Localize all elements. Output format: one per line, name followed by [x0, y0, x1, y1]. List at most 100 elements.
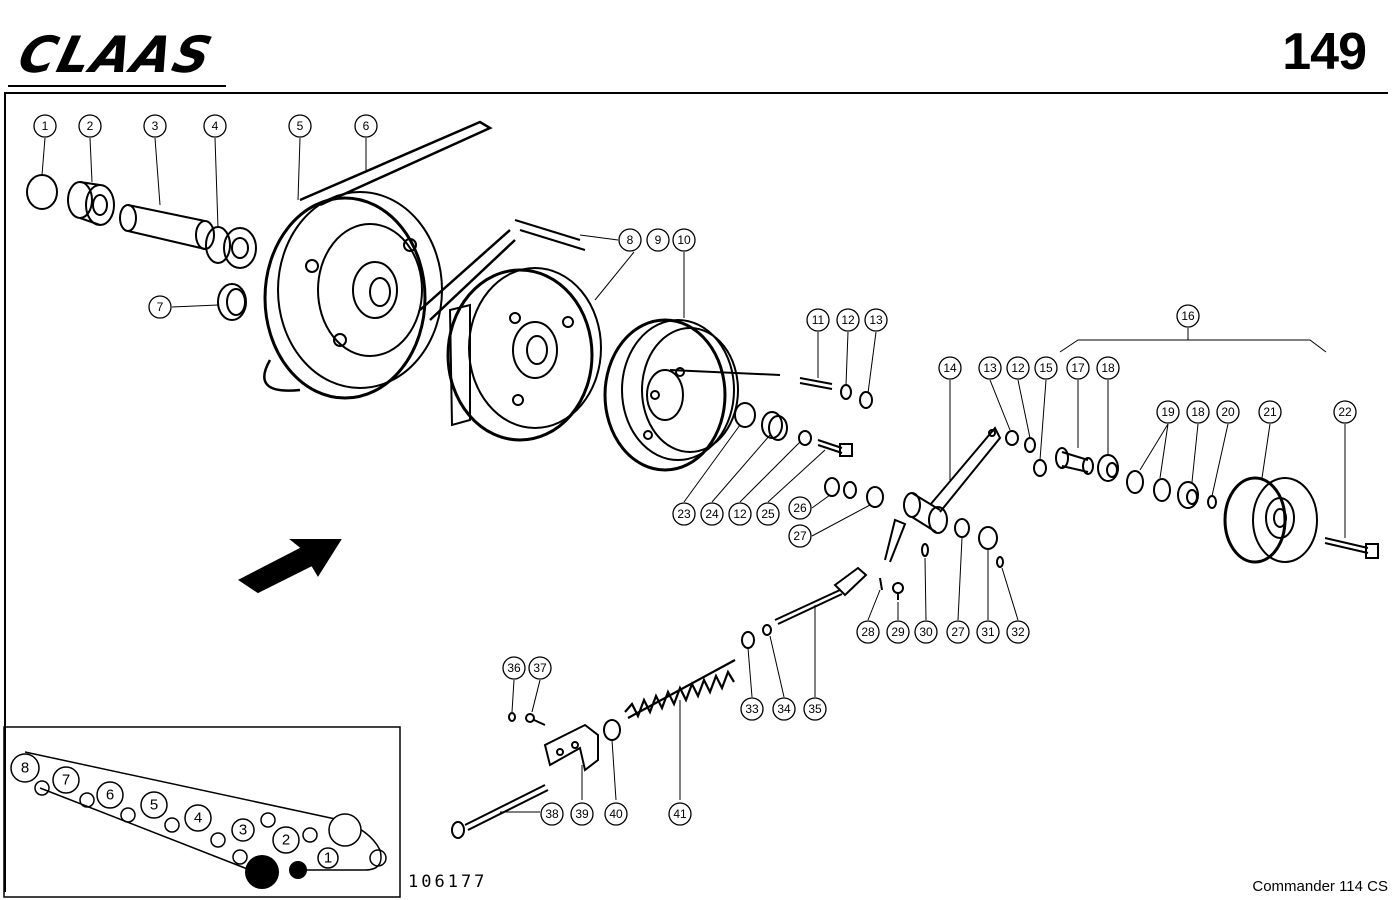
svg-text:4: 4: [194, 810, 202, 827]
svg-text:20: 20: [1221, 405, 1235, 419]
svg-text:3: 3: [239, 822, 247, 839]
part-drawings: [26, 120, 1379, 839]
svg-text:14: 14: [943, 361, 957, 375]
svg-text:18: 18: [1101, 361, 1115, 375]
part-large-pulley: [263, 191, 443, 400]
callout: 35: [803, 697, 827, 721]
part-40: [603, 719, 621, 741]
svg-text:10: 10: [677, 233, 691, 247]
callout: 9: [646, 228, 670, 252]
svg-text:16: 16: [1181, 309, 1195, 323]
callout: 13: [978, 356, 1002, 380]
callout: 3: [143, 114, 167, 138]
svg-text:12: 12: [733, 507, 747, 521]
svg-text:17: 17: [1071, 361, 1085, 375]
svg-text:8: 8: [21, 760, 29, 777]
svg-text:18: 18: [1191, 405, 1205, 419]
svg-text:23: 23: [677, 507, 691, 521]
logo-underline: [8, 85, 226, 87]
part-washer-12: [840, 384, 852, 400]
inset-frame: [3, 726, 401, 898]
callout: 18: [1186, 400, 1210, 424]
callout: 30: [914, 620, 938, 644]
svg-text:6: 6: [106, 787, 114, 804]
callout: 16: [1176, 304, 1200, 328]
part-27: [866, 486, 884, 508]
page-number: 149: [1282, 23, 1367, 81]
callout: 29: [886, 620, 910, 644]
callout: 12: [728, 502, 752, 526]
svg-text:1: 1: [42, 119, 49, 133]
svg-text:34: 34: [777, 702, 791, 716]
callout: 13: [864, 308, 888, 332]
svg-text:36: 36: [507, 661, 521, 675]
part-pin-38: [451, 784, 549, 839]
part-nut-13b: [1005, 430, 1019, 446]
part-circlip-19b: [1153, 478, 1171, 502]
callout: 36: [502, 656, 526, 680]
callout: 11: [806, 308, 830, 332]
svg-text:2: 2: [282, 832, 290, 849]
svg-text:40: 40: [609, 807, 623, 821]
svg-text:28: 28: [861, 625, 875, 639]
svg-text:22: 22: [1338, 405, 1352, 419]
callout: 8: [618, 228, 642, 252]
svg-text:6: 6: [363, 119, 370, 133]
callout: 34: [772, 697, 796, 721]
svg-text:26: 26: [793, 501, 807, 515]
part-24: [761, 411, 788, 441]
part-tension-rod: [774, 566, 868, 625]
svg-text:13: 13: [983, 361, 997, 375]
svg-text:4: 4: [212, 119, 219, 133]
part-23: [734, 402, 756, 428]
callout: 32: [1006, 620, 1030, 644]
svg-text:7: 7: [157, 300, 164, 314]
svg-text:30: 30: [919, 625, 933, 639]
svg-text:11: 11: [812, 313, 825, 327]
part-bolt-29: [892, 582, 904, 600]
drawing-number: 106177: [408, 872, 488, 892]
callout: 2: [78, 114, 102, 138]
direction-arrow-icon: [238, 539, 342, 594]
inset-pulleys: [10, 753, 362, 869]
page-number-underline: [1240, 92, 1388, 94]
inset-drive-pulley: [245, 855, 279, 889]
svg-text:3: 3: [152, 119, 159, 133]
svg-text:2: 2: [87, 119, 94, 133]
svg-text:19: 19: [1161, 405, 1175, 419]
callout: 22: [1333, 400, 1357, 424]
part-circlip-19a: [1126, 470, 1144, 494]
part-stud-11: [799, 377, 833, 390]
svg-text:1: 1: [324, 850, 332, 867]
part-tensioner-arm: [884, 426, 1002, 563]
part-33: [741, 631, 755, 649]
part-circlip: [26, 174, 58, 210]
part-seal: [217, 283, 247, 321]
callout: 23: [672, 502, 696, 526]
callout: 31: [976, 620, 1000, 644]
callout: 38: [540, 802, 564, 826]
callout-labels: 1 2 3 4 5 6 7 8 9 10 11 12 13 23 24 12 2…: [33, 114, 1357, 826]
frame-top-line: [4, 92, 1240, 94]
svg-text:37: 37: [533, 661, 547, 675]
callout: 18: [1096, 356, 1120, 380]
svg-text:33: 33: [745, 702, 759, 716]
svg-text:5: 5: [150, 797, 158, 814]
part-grooved-pulley: [603, 318, 781, 472]
callout: 27: [788, 524, 812, 548]
callout: 21: [1258, 400, 1282, 424]
svg-text:12: 12: [1011, 361, 1025, 375]
part-27b: [954, 518, 970, 538]
svg-text:12: 12: [841, 313, 855, 327]
svg-text:15: 15: [1039, 361, 1053, 375]
callout: 41: [668, 802, 692, 826]
svg-text:27: 27: [951, 625, 965, 639]
frame-left-line: [4, 92, 6, 892]
callout: 19: [1156, 400, 1180, 424]
part-idler-pulley: [1223, 476, 1318, 564]
part-nut-13: [859, 391, 873, 409]
part-32: [996, 556, 1004, 568]
callout: 7: [148, 295, 172, 319]
model-name: Commander 114 CS: [1252, 878, 1388, 895]
inset-belt-path: [24, 751, 387, 871]
